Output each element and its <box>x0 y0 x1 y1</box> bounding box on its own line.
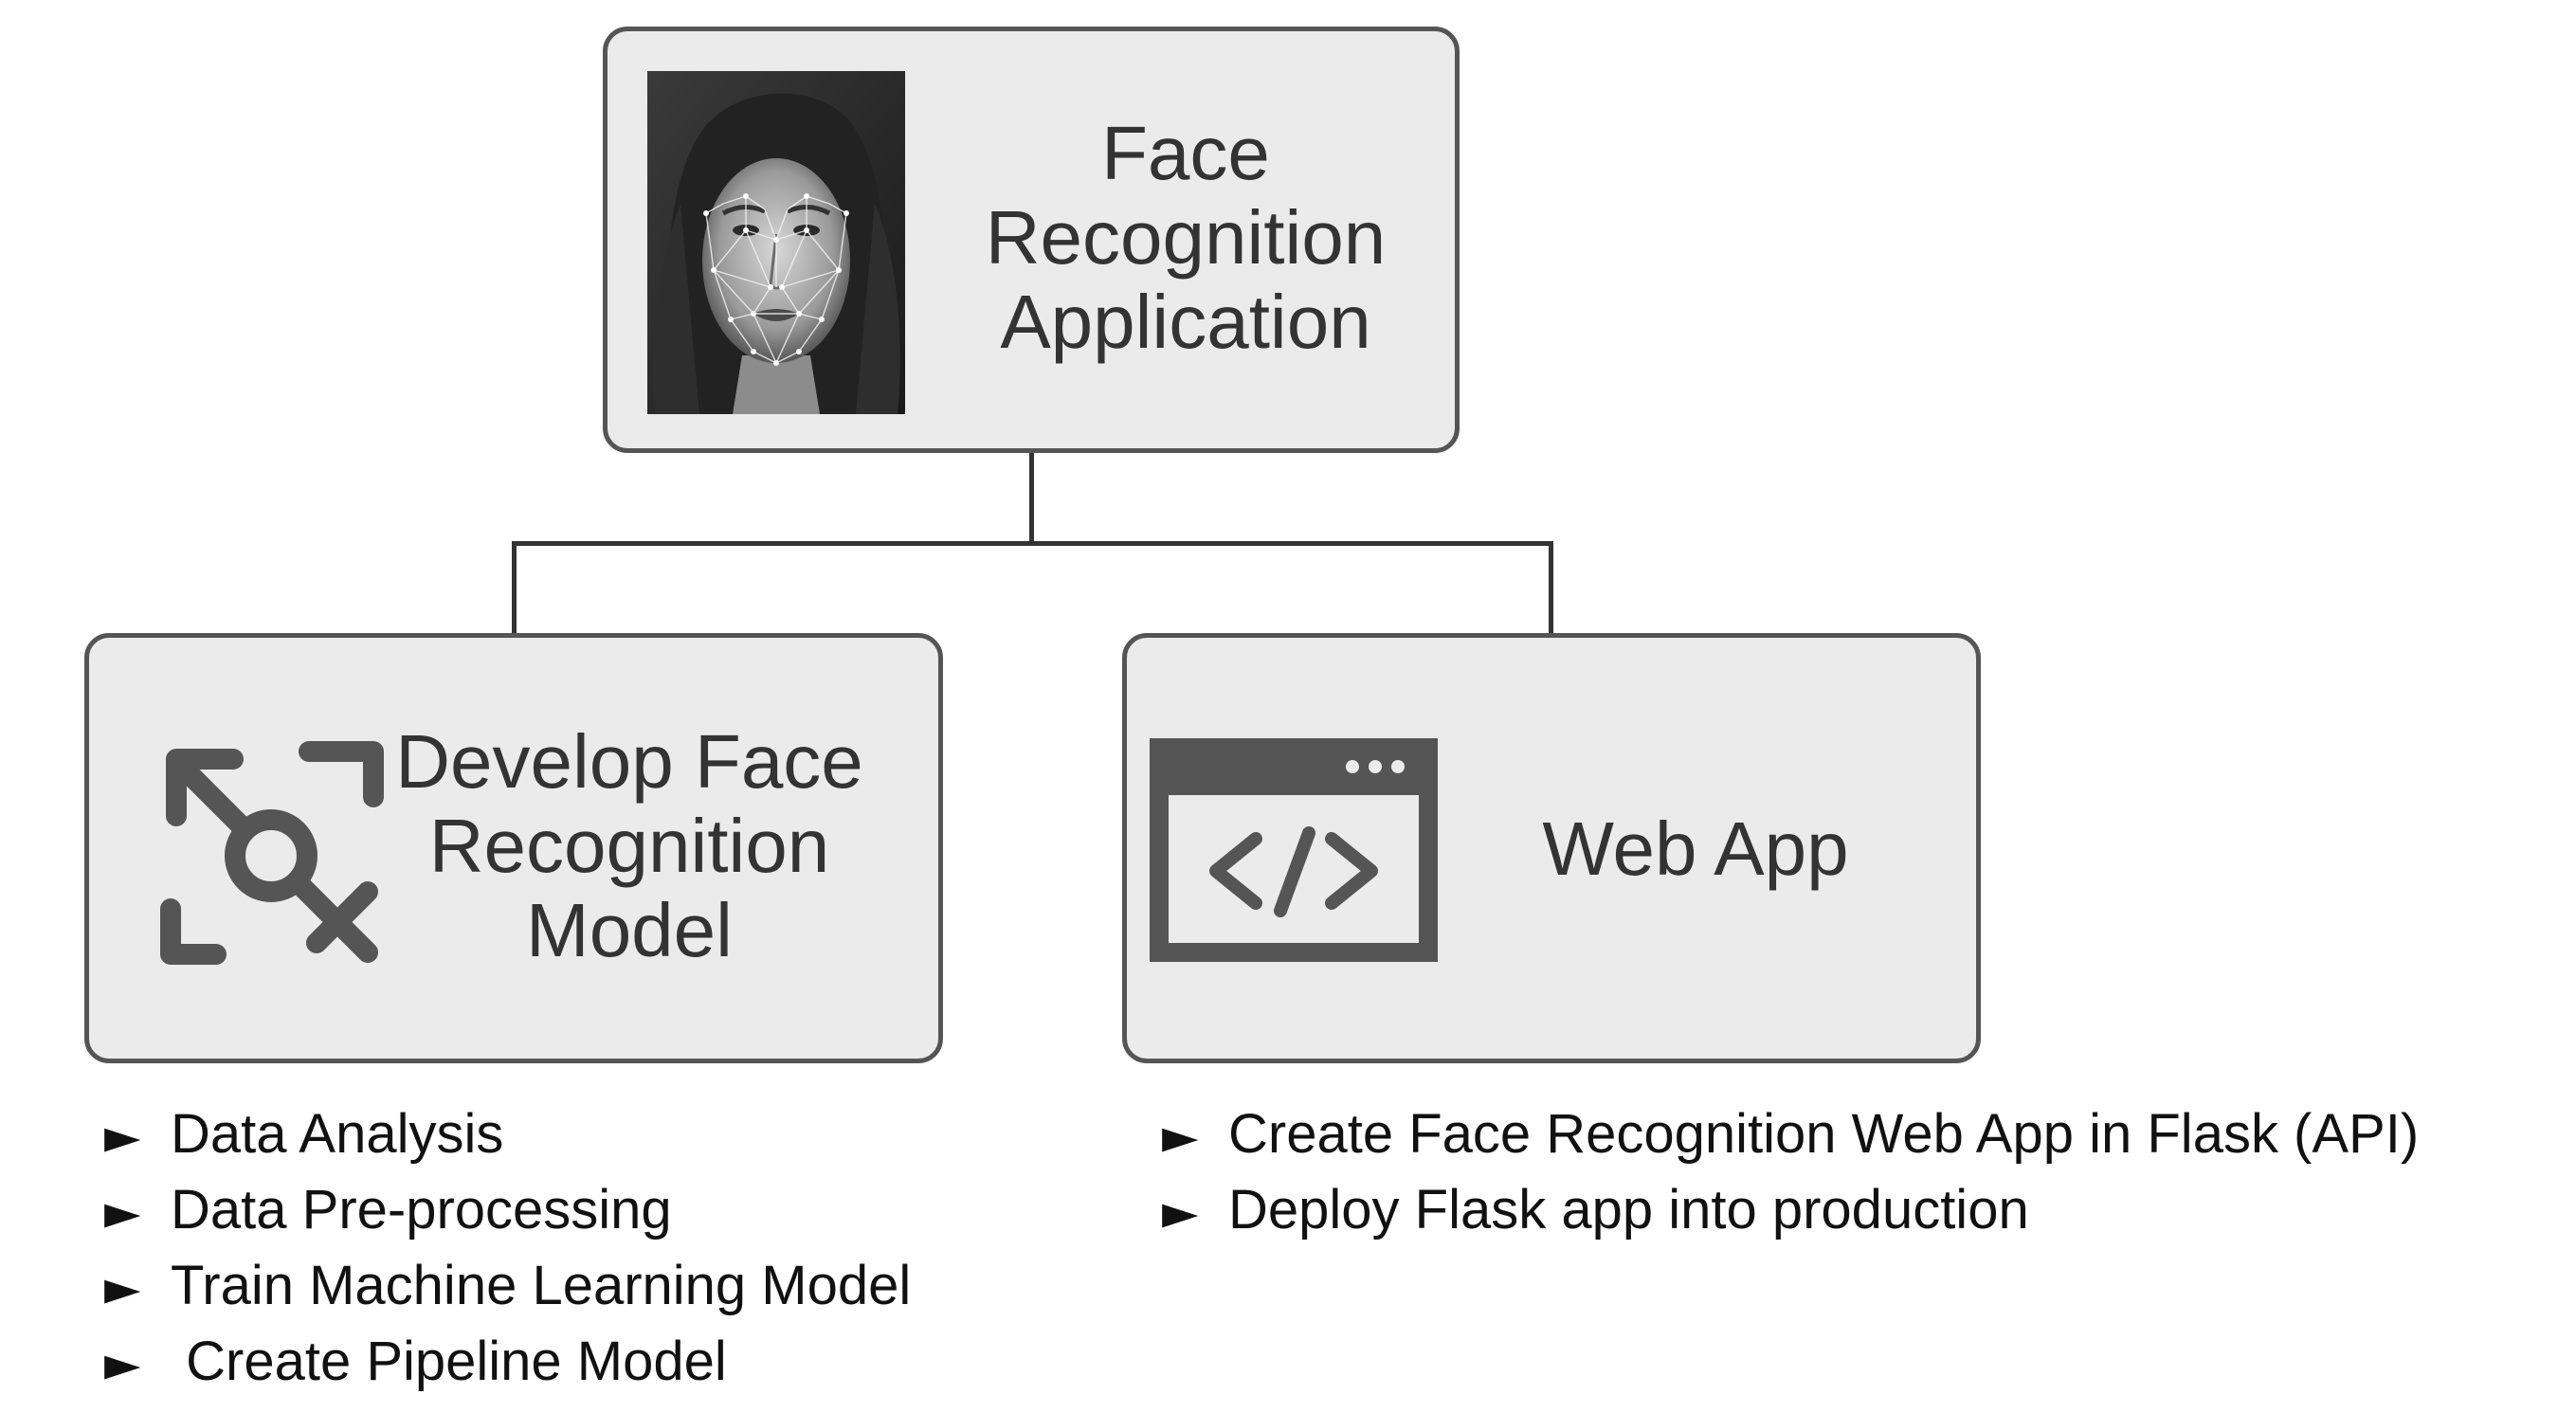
code-window-icon <box>1150 738 1438 962</box>
list-item: ►Create Face Recognition Web App in Flas… <box>1162 1097 2419 1173</box>
branch-node-develop-model: Develop Face Recognition Model <box>84 633 943 1063</box>
list-item: ►Deploy Flask app into production <box>1162 1173 2419 1249</box>
face-landmark-photo <box>647 71 905 414</box>
ml-model-icon <box>160 741 384 965</box>
webapp-steps-list: ►Create Face Recognition Web App in Flas… <box>1162 1097 2419 1249</box>
model-steps-list: ►Data Analysis ►Data Pre-processing ►Tra… <box>104 1097 911 1401</box>
bullet-arrow-icon: ► <box>104 1109 141 1164</box>
root-node-title: Face Recognition Application <box>985 111 1387 364</box>
root-node-face-recognition-application: Face Recognition Application <box>603 27 1460 453</box>
bullet-arrow-icon: ► <box>1162 1109 1199 1164</box>
list-item: ► Create Pipeline Model <box>104 1325 911 1401</box>
connector-to-model-node <box>512 541 517 635</box>
connector-trunk <box>1029 453 1034 544</box>
bullet-arrow-icon: ► <box>104 1336 141 1391</box>
bullet-arrow-icon: ► <box>104 1260 141 1315</box>
branch-node-web-app: Web App <box>1122 633 1981 1063</box>
list-item: ►Data Pre-processing <box>104 1173 911 1249</box>
connector-to-webapp-node <box>1549 541 1553 635</box>
connector-horizontal <box>512 541 1553 546</box>
bullet-arrow-icon: ► <box>104 1185 141 1240</box>
branch-node-title: Web App <box>1542 806 1849 891</box>
list-item: ►Data Analysis <box>104 1097 911 1173</box>
list-item: ►Train Machine Learning Model <box>104 1249 911 1325</box>
branch-node-title: Develop Face Recognition Model <box>395 719 863 972</box>
bullet-arrow-icon: ► <box>1162 1185 1199 1240</box>
